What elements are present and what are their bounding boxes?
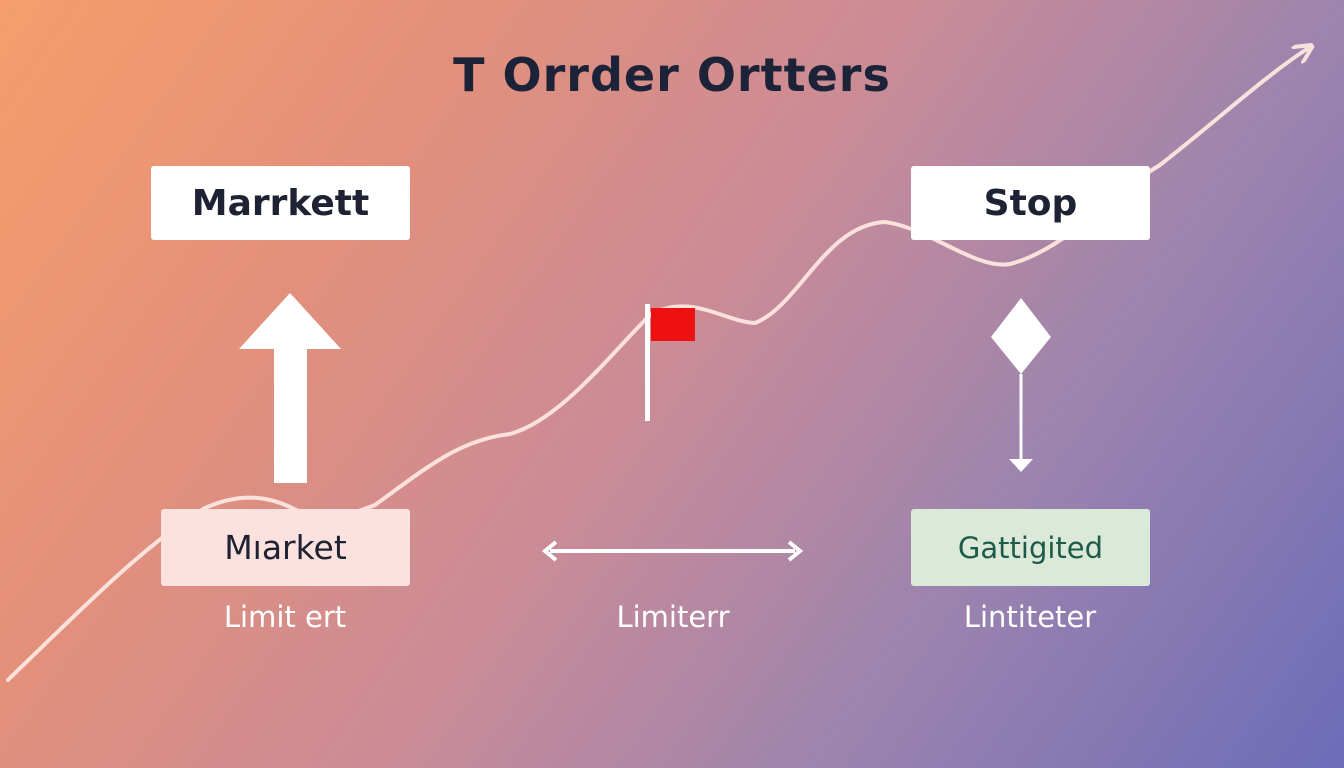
diagram-title: T Orrder Ortters	[453, 48, 891, 102]
gated-order-box: Gattigited	[911, 509, 1150, 586]
stop-order-box: Stop	[911, 166, 1150, 240]
down-arrow-icon	[1009, 374, 1033, 472]
double-arrow-icon	[541, 540, 804, 562]
caption-right: Lintiteter	[963, 600, 1097, 634]
market-order-box: Marrkett	[151, 166, 410, 240]
market-limit-box: Mıarket	[161, 509, 410, 586]
diamond-icon	[991, 298, 1051, 374]
caption-left: Limit ert	[223, 600, 347, 634]
caption-middle: Limiterr	[616, 600, 730, 634]
up-arrow-icon	[239, 293, 341, 483]
flag-icon	[645, 304, 695, 421]
